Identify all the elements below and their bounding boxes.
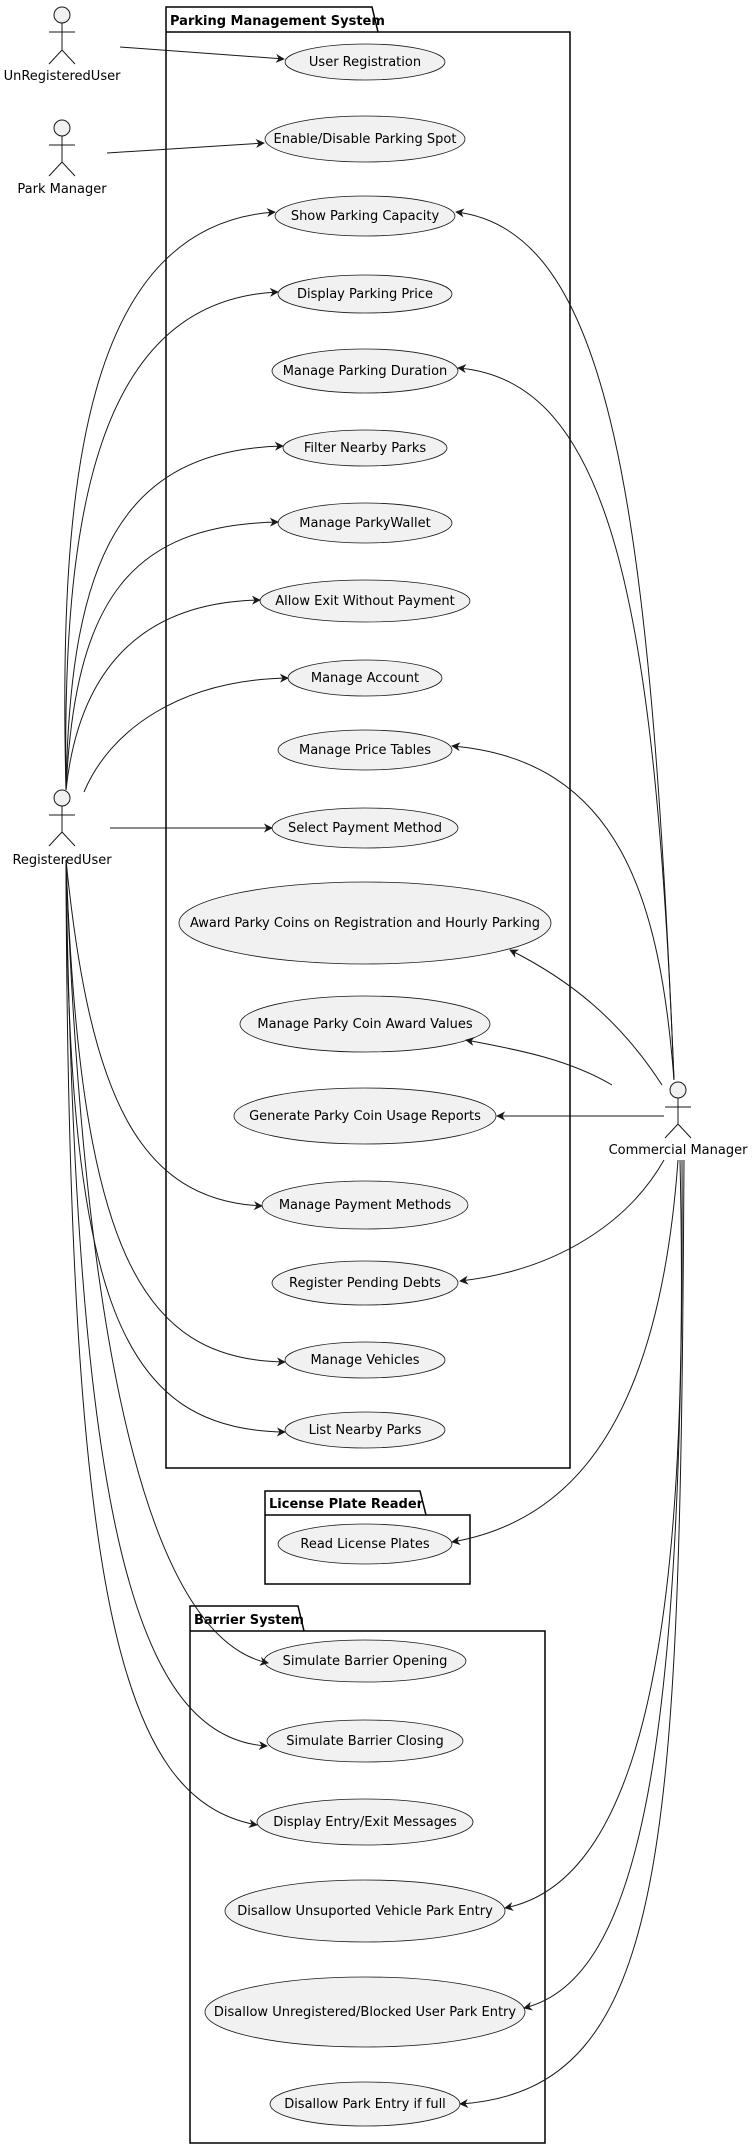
registered-user-edges <box>64 208 289 1828</box>
svg-text:Manage Parky Coin Award Values: Manage Parky Coin Award Values <box>257 1017 472 1032</box>
use-case-show-parking-capacity: Show Parking Capacity <box>274 195 456 237</box>
svg-text:Disallow Park Entry if full: Disallow Park Entry if full <box>284 2097 446 2112</box>
use-case-simulate-barrier-closing: Simulate Barrier Closing <box>266 1719 464 1763</box>
use-case-user-registration: User Registration <box>284 43 446 81</box>
package-parking-management-system: Parking Management System <box>165 6 571 1469</box>
edge-ru-display-messages <box>65 859 258 1828</box>
svg-text:Manage Vehicles: Manage Vehicles <box>310 1353 419 1368</box>
use-case-manage-payment-methods: Manage Payment Methods <box>261 1180 469 1230</box>
use-case-register-pending-debts: Register Pending Debts <box>271 1260 459 1306</box>
svg-text:Display Parking Price: Display Parking Price <box>297 287 433 302</box>
use-case-filter-nearby-parks: Filter Nearby Parks <box>282 429 448 467</box>
svg-text:Simulate Barrier Closing: Simulate Barrier Closing <box>286 1734 444 1749</box>
edge-ru-simulate-opening <box>65 859 269 1666</box>
use-case-disallow-park-entry-if-full: Disallow Park Entry if full <box>269 2081 461 2127</box>
edge-ru-show-capacity <box>64 208 276 791</box>
edge-ru-filter-nearby <box>65 441 284 791</box>
edge-cm-manage-duration <box>457 364 675 1081</box>
use-case-display-parking-price: Display Parking Price <box>277 274 453 314</box>
use-case-enable-disable-parking-spot: Enable/Disable Parking Spot <box>264 115 466 163</box>
edge-cm-show-capacity <box>455 208 675 1081</box>
svg-text:Show Parking Capacity: Show Parking Capacity <box>291 209 440 224</box>
use-case-read-license-plates: Read License Plates <box>277 1523 453 1565</box>
edge-cm-manage-price-tables <box>451 742 675 1081</box>
edge-park-manager-enable-disable <box>106 139 265 154</box>
use-case-display-entry-exit-messages: Display Entry/Exit Messages <box>256 1798 474 1846</box>
svg-text:Enable/Disable Parking Spot: Enable/Disable Parking Spot <box>274 132 457 147</box>
svg-text:Allow Exit Without Payment: Allow Exit Without Payment <box>275 594 454 609</box>
package-title: License Plate Reader <box>269 1497 424 1512</box>
edge-ru-allow-exit <box>65 595 261 791</box>
use-case-allow-exit-without-payment: Allow Exit Without Payment <box>259 579 471 623</box>
package-title: Parking Management System <box>170 14 385 29</box>
edge-cm-register-debts <box>459 1159 665 1285</box>
use-case-manage-parky-coin-award-values: Manage Parky Coin Award Values <box>239 995 491 1053</box>
use-case-award-parky-coins: Award Parky Coins on Registration and Ho… <box>178 881 552 965</box>
svg-text:Manage Price Tables: Manage Price Tables <box>299 743 431 758</box>
package-license-plate-reader: License Plate Reader <box>264 1490 471 1585</box>
package-barrier-system: Barrier System <box>189 1605 546 2144</box>
commercial-manager-edges <box>451 208 685 2108</box>
use-case-manage-parking-duration: Manage Parking Duration <box>271 348 459 394</box>
edge-ru-manage-account <box>83 673 289 793</box>
svg-text:List Nearby Parks: List Nearby Parks <box>309 1423 422 1438</box>
svg-text:Filter Nearby Parks: Filter Nearby Parks <box>304 441 427 456</box>
svg-text:Read License Plates: Read License Plates <box>300 1537 429 1552</box>
edge-ru-display-price <box>65 287 279 791</box>
svg-text:Disallow Unregistered/Blocked: Disallow Unregistered/Blocked User Park … <box>214 2005 516 2020</box>
edge-ru-manage-wallet <box>65 517 279 791</box>
svg-text:User Registration: User Registration <box>309 55 421 70</box>
use-case-simulate-barrier-opening: Simulate Barrier Opening <box>263 1639 467 1683</box>
edge-ru-manage-vehicles <box>65 859 286 1367</box>
edge-ru-simulate-closing <box>65 859 268 1751</box>
actor-label: RegisteredUser <box>12 853 112 868</box>
actor-registered-user: RegisteredUser <box>12 789 112 868</box>
actor-label: Park Manager <box>17 182 107 197</box>
svg-text:Register Pending Debts: Register Pending Debts <box>289 1276 441 1291</box>
actor-label: Commercial Manager <box>609 1143 749 1158</box>
svg-text:Select Payment Method: Select Payment Method <box>288 821 442 836</box>
svg-text:Award Parky Coins on Registrat: Award Parky Coins on Registration and Ho… <box>190 916 540 931</box>
edge-cm-disallow-full <box>459 1159 685 2108</box>
edge-cm-disallow-unregistered <box>523 1159 683 2011</box>
svg-text:Display Entry/Exit Messages: Display Entry/Exit Messages <box>273 1815 457 1830</box>
use-case-manage-parkywallet: Manage ParkyWallet <box>277 502 453 544</box>
edge-ru-manage-payment-methods <box>65 859 263 1211</box>
svg-text:Manage Account: Manage Account <box>311 671 419 686</box>
use-case-manage-vehicles: Manage Vehicles <box>284 1341 446 1379</box>
edge-cm-disallow-unsupported <box>504 1159 682 1911</box>
use-case-manage-account: Manage Account <box>287 659 443 697</box>
package-title: Barrier System <box>194 1613 304 1628</box>
edge-unregistered-user-registration <box>119 46 285 63</box>
edge-cm-award-coins <box>509 949 663 1086</box>
svg-text:Manage Payment Methods: Manage Payment Methods <box>279 1198 452 1213</box>
use-case-disallow-unregistered-blocked-entry: Disallow Unregistered/Blocked User Park … <box>204 1976 526 2048</box>
svg-text:Manage Parking Duration: Manage Parking Duration <box>283 364 448 379</box>
actor-commercial-manager: Commercial Manager <box>609 1081 749 1158</box>
svg-text:Disallow Unsuported Vehicle Pa: Disallow Unsuported Vehicle Park Entry <box>237 1904 493 1919</box>
use-case-select-payment-method: Select Payment Method <box>271 807 459 849</box>
svg-text:Simulate Barrier Opening: Simulate Barrier Opening <box>283 1654 448 1669</box>
use-case-list-nearby-parks: List Nearby Parks <box>284 1411 446 1449</box>
use-case-disallow-unsupported-vehicle-entry: Disallow Unsuported Vehicle Park Entry <box>224 1879 506 1943</box>
actor-label: UnRegisteredUser <box>4 69 122 84</box>
use-case-manage-price-tables: Manage Price Tables <box>277 729 453 771</box>
actor-park-manager: Park Manager <box>17 119 107 197</box>
svg-text:Manage ParkyWallet: Manage ParkyWallet <box>299 516 430 531</box>
edge-cm-award-values <box>465 1037 613 1086</box>
svg-text:Generate Parky Coin Usage Repo: Generate Parky Coin Usage Reports <box>249 1109 481 1124</box>
use-case-generate-parky-coin-usage-reports: Generate Parky Coin Usage Reports <box>233 1087 497 1145</box>
edge-cm-read-plates <box>451 1159 679 1546</box>
actor-unregistered-user: UnRegisteredUser <box>4 6 122 84</box>
